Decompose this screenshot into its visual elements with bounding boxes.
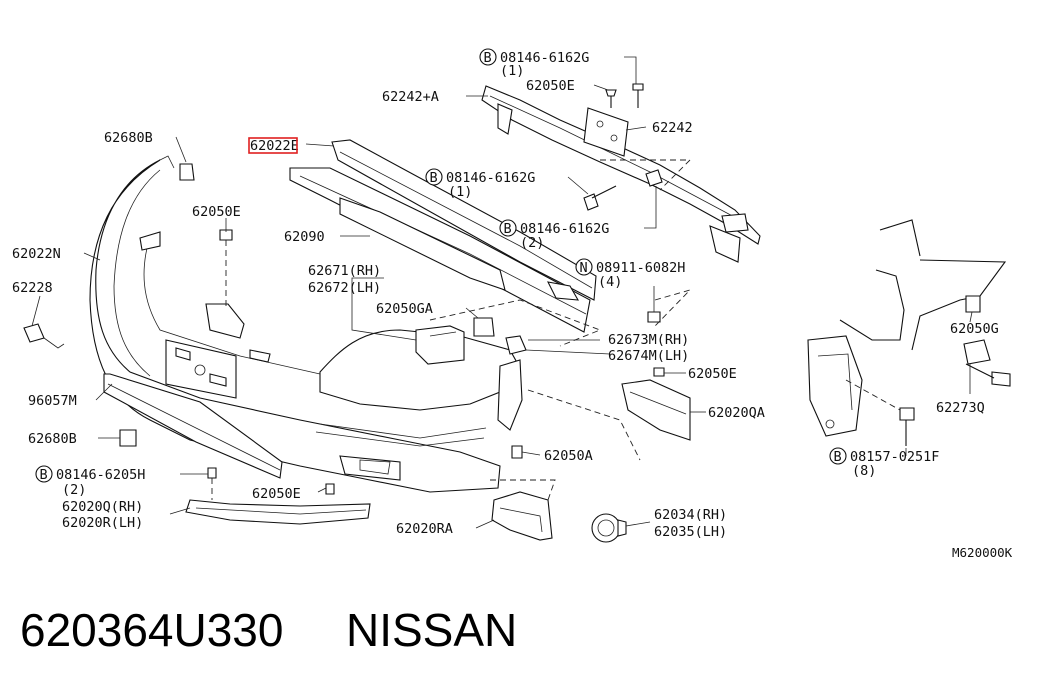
label-08911-6082h-qty: (4)	[598, 274, 622, 290]
label-62022n: 62022N	[12, 246, 61, 262]
label-62020qa: 62020QA	[708, 405, 765, 421]
label-62050e-a: 62050E	[192, 204, 241, 220]
bolt-marker-letter: B	[430, 170, 438, 186]
diagram-code: M620000K	[952, 545, 1013, 560]
bolt-marker-icon	[425, 168, 443, 186]
label-62671: 62671(RH)	[308, 263, 381, 279]
label-08146-6162g-low: 08146-6162G	[520, 221, 609, 237]
label-62242: 62242	[652, 120, 693, 136]
nut-marker-letter: N	[580, 260, 588, 276]
bolt-marker-letter: B	[40, 467, 48, 483]
reinforcement-beam	[481, 85, 761, 263]
label-62673m: 62673M(RH)	[608, 332, 689, 348]
lower-spoiler	[185, 499, 371, 525]
part-number-title: 620364U330	[20, 604, 283, 656]
label-62050ga: 62050GA	[376, 301, 433, 317]
bolt-marker-letter: B	[834, 449, 842, 465]
label-08157-0251f: 08157-0251F	[850, 449, 939, 465]
label-62022e: 62022E	[250, 138, 299, 154]
label-62034: 62034(RH)	[654, 507, 727, 523]
label-62680b-bot: 62680B	[28, 431, 77, 447]
mount-brackets	[415, 299, 602, 365]
upper-stay	[331, 139, 597, 301]
label-62035: 62035(LH)	[654, 524, 727, 540]
bolt-marker-icon	[35, 465, 53, 483]
side-bracket	[527, 367, 691, 461]
label-08911-6082h: 08911-6082H	[596, 260, 685, 276]
label-62020ra: 62020RA	[396, 521, 453, 537]
bolt-marker-icon	[829, 447, 847, 465]
highlight-box	[248, 137, 298, 154]
nut-marker-icon	[575, 258, 593, 276]
label-62050g: 62050G	[950, 321, 999, 337]
clips	[23, 163, 523, 500]
lower-grille	[103, 373, 283, 479]
label-62020q: 62020Q(RH)	[62, 499, 143, 515]
label-62680b-top: 62680B	[104, 130, 153, 146]
brand-title: NISSAN	[346, 604, 517, 656]
label-62273q: 62273Q	[936, 400, 985, 416]
beam-bolts	[583, 83, 692, 327]
bolt-marker-icon	[479, 48, 497, 66]
label-62020r: 62020R(LH)	[62, 515, 143, 531]
fender-detail	[807, 219, 1011, 446]
label-62672: 62672(LH)	[308, 280, 381, 296]
label-62050e-b: 62050E	[252, 486, 301, 502]
label-62050e-d: 62050E	[688, 366, 737, 382]
label-62242a: 62242+A	[382, 89, 439, 105]
fog-lamp-bracket	[490, 479, 556, 541]
label-62050a: 62050A	[544, 448, 593, 464]
energy-absorber	[289, 167, 591, 333]
part-labels: 62680B 62022E 62050E 62090 62022N 62228 …	[12, 48, 1013, 560]
bolt-marker-icon	[499, 219, 517, 237]
label-08146-6162g-mid: 08146-6162G	[446, 170, 535, 186]
label-62050e-c: 62050E	[526, 78, 575, 94]
label-08157-0251f-qty: (8)	[852, 463, 876, 479]
label-08146-6205h: 08146-6205H	[56, 467, 145, 483]
leader-lines	[31, 56, 973, 529]
label-62090: 62090	[284, 229, 325, 245]
label-08146-6205h-qty: (2)	[62, 482, 86, 498]
label-62228: 62228	[12, 280, 53, 296]
bolt-marker-letter: B	[504, 221, 512, 237]
label-96057m: 96057M	[28, 393, 77, 409]
label-62674m: 62674M(LH)	[608, 348, 689, 364]
label-08146-6162g-mid-qty: (1)	[448, 184, 472, 200]
fog-lamp	[591, 513, 627, 543]
label-08146-6162g-top: 08146-6162G	[500, 50, 589, 66]
label-08146-6162g-low-qty: (2)	[520, 235, 544, 251]
label-08146-6162g-top-qty: (1)	[500, 63, 524, 79]
bolt-marker-letter: B	[484, 50, 492, 66]
